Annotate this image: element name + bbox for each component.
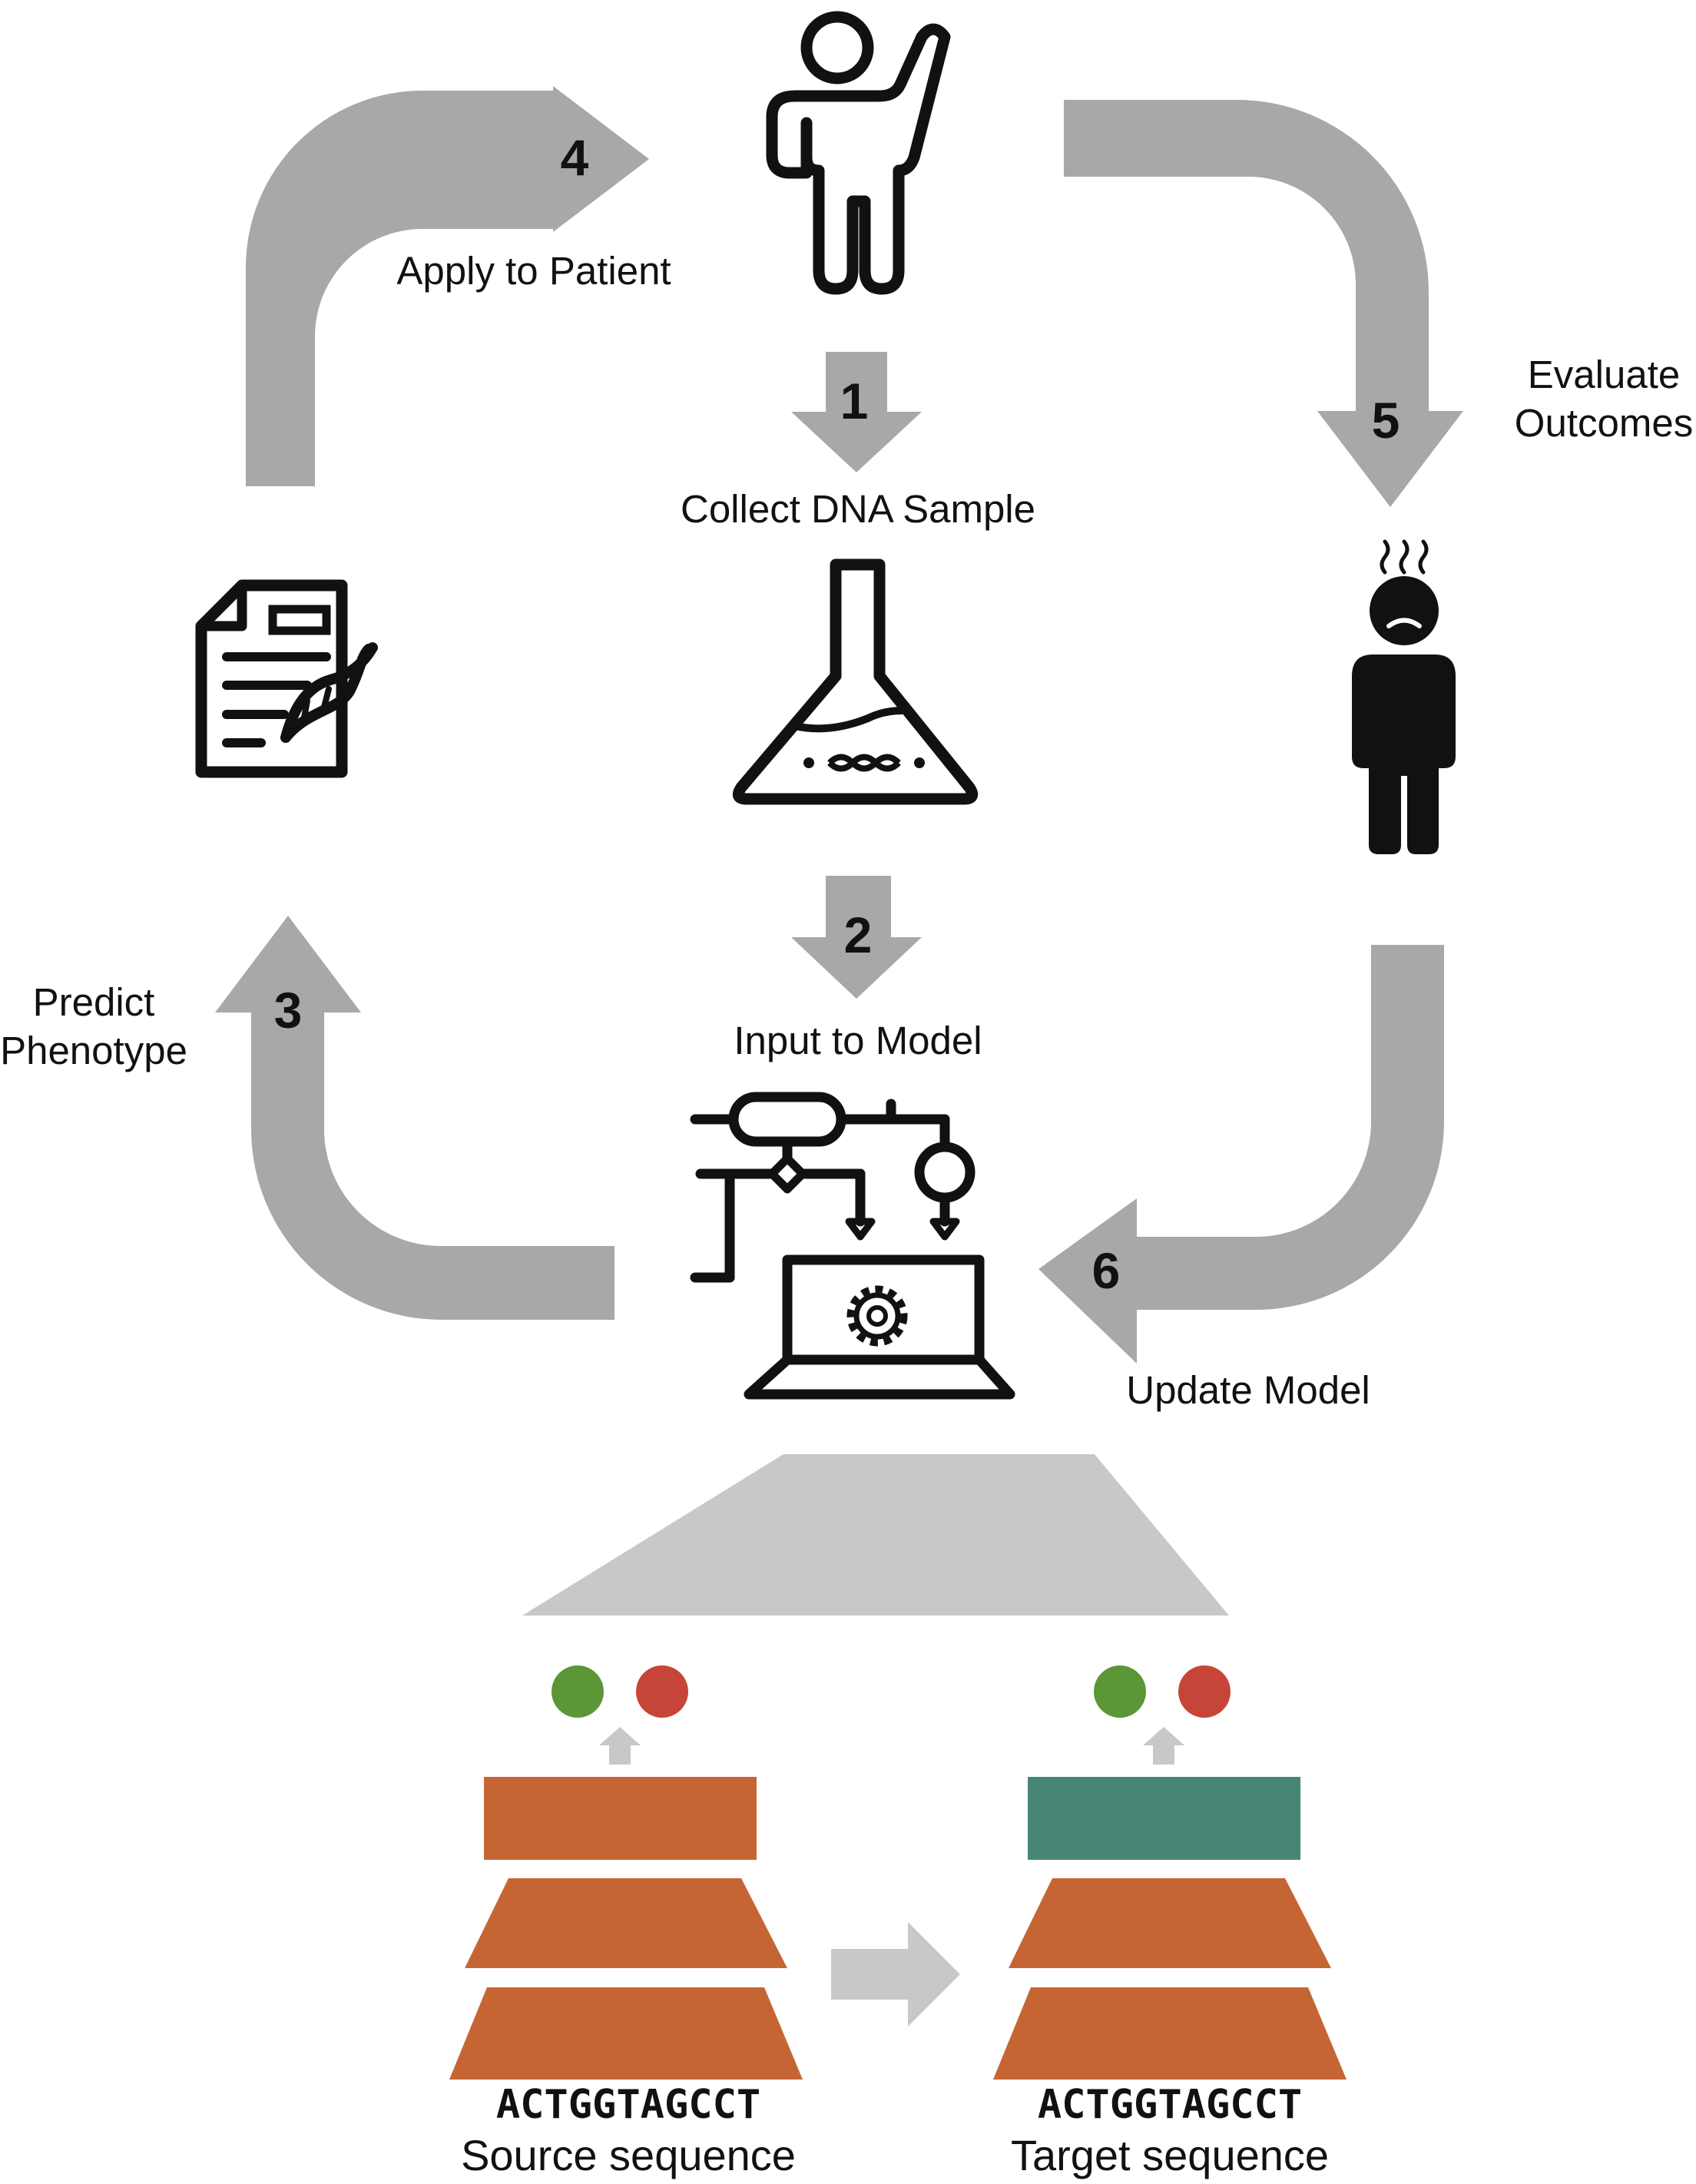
step-label-3-line-2: Phenotype	[0, 1029, 187, 1072]
step-label-3-line-1: Predict	[33, 980, 155, 1024]
person-waving-icon	[766, 11, 951, 295]
source-top-layer	[484, 1777, 757, 1860]
arrow-step-3	[215, 916, 614, 1320]
step-number-2: 2	[844, 906, 873, 963]
target-bottom-layer	[993, 1987, 1347, 2080]
flask-dot-icon	[914, 757, 925, 768]
source-caption: Source sequence	[461, 2131, 796, 2179]
up-arrow-icon	[1143, 1727, 1184, 1765]
arrow-step-5	[1064, 100, 1463, 507]
up-arrow-icon	[599, 1727, 641, 1765]
step-label-1: Collect DNA Sample	[681, 487, 1035, 531]
source-sequence: ACTGGTAGCCT	[496, 2082, 760, 2128]
step-label-6: Update Model	[1126, 1368, 1370, 1412]
step-number-4: 4	[561, 129, 589, 186]
step-number-6: 6	[1092, 1242, 1121, 1299]
arrow-step-6	[1038, 945, 1444, 1364]
output-node-green	[552, 1665, 604, 1718]
target-sequence: ACTGGTAGCCT	[1038, 2082, 1302, 2128]
step-label-5-line-1: Evaluate	[1528, 353, 1680, 396]
step-number-1: 1	[840, 373, 869, 429]
output-node-red	[636, 1665, 688, 1718]
transfer-arrow	[831, 1922, 960, 2027]
output-node-red	[1178, 1665, 1231, 1718]
target-caption: Target sequence	[1011, 2131, 1329, 2179]
gear-icon	[846, 1285, 908, 1347]
cycle-arrows	[215, 86, 1463, 1364]
source-bottom-layer	[449, 1987, 803, 2080]
step-label-5-line-2: Outcomes	[1515, 401, 1693, 445]
step-number-3: 3	[274, 982, 303, 1039]
source-middle-layer	[465, 1878, 787, 1968]
arrow-step-4	[246, 86, 649, 486]
model-laptop-flowchart-icon	[690, 1092, 1015, 1400]
arrow-step-1	[791, 352, 922, 472]
genetic-report-icon	[195, 579, 378, 778]
output-node-green	[1094, 1665, 1146, 1718]
steam-icon	[1380, 539, 1429, 575]
step-label-4: Apply to Patient	[396, 249, 671, 293]
dna-flask-icon	[732, 558, 979, 805]
source-model: ACTGGTAGCCT Source sequence	[449, 1665, 803, 2179]
target-model: ACTGGTAGCCT Target sequence	[993, 1665, 1347, 2179]
step-label-2: Input to Model	[734, 1019, 982, 1062]
zoom-wedge	[522, 1454, 1229, 1616]
target-middle-layer	[1009, 1878, 1331, 1968]
sick-person-icon	[1352, 576, 1456, 854]
arrow-step-2	[791, 876, 922, 999]
sick-face-icon	[1386, 618, 1422, 628]
flask-dot-icon	[803, 757, 814, 768]
target-top-layer	[1028, 1777, 1300, 1860]
step-number-5: 5	[1372, 392, 1400, 449]
